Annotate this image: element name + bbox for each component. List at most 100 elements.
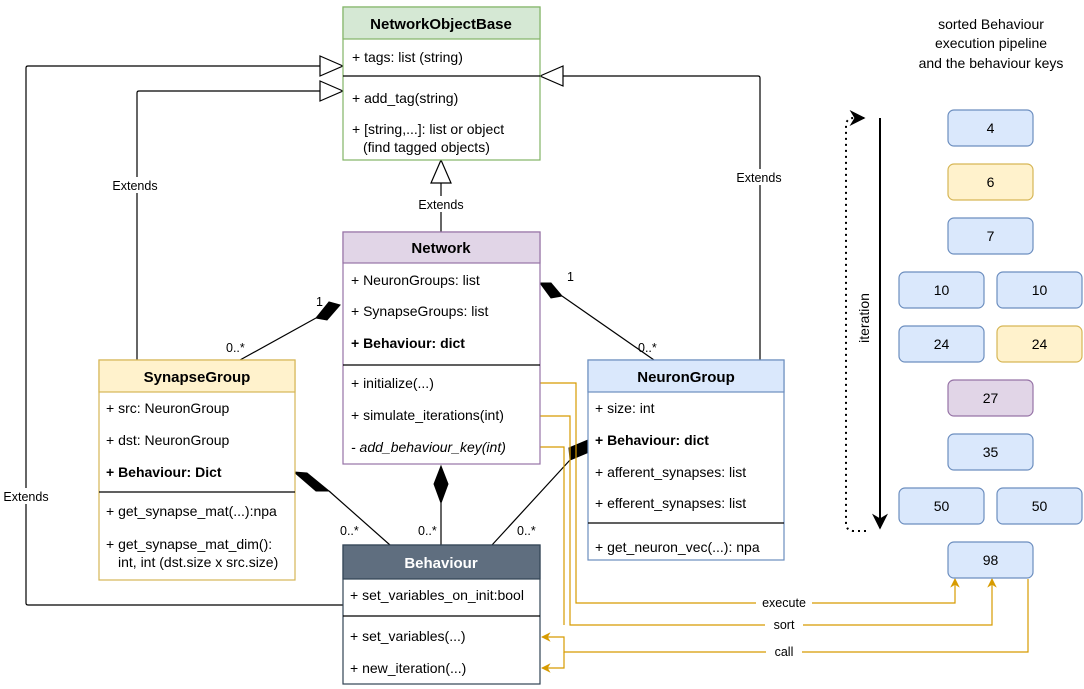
class-network-object-base[interactable]: NetworkObjectBase + tags: list (string) …: [342, 6, 541, 161]
class-name: NeuronGroup: [637, 369, 735, 386]
multiplicity-one-synapse: 1: [316, 295, 323, 309]
multiplicity-many-synapse: 0..*: [226, 341, 245, 355]
extends-label-behaviour: Extends: [3, 490, 48, 504]
class-attribute: + SynapseGroups: list: [351, 303, 488, 319]
behaviour-key-box: [947, 541, 1034, 579]
extends-label-network: Extends: [418, 198, 463, 212]
extends-arrowheads: [319, 55, 564, 184]
flow-call-branch: [541, 652, 565, 673]
flow-sort: [540, 415, 997, 626]
diamond-network-behaviour: [433, 464, 449, 505]
class-header: [98, 359, 296, 393]
behaviour-key-box: [996, 325, 1083, 363]
pipeline-title-line: sorted Behaviour: [938, 16, 1044, 32]
class-attribute: + afferent_synapses: list: [595, 464, 746, 480]
class-header: [342, 544, 541, 580]
class-method: + initialize(...): [351, 375, 434, 391]
behaviour-key-box: [947, 433, 1034, 471]
extends-arrowhead-neurongroup: [538, 65, 564, 87]
behaviour-key-box: [947, 163, 1034, 201]
behaviour-key-label: 7: [987, 228, 995, 244]
class-method: + add_tag(string): [352, 90, 458, 106]
class-method: - add_behaviour_key(int): [351, 439, 506, 455]
behaviour-key-label: 50: [1032, 498, 1048, 514]
diamond-network-synapse: [315, 301, 341, 321]
class-method: + [string,...]: list or object: [352, 121, 504, 137]
class-name: Network: [411, 240, 471, 257]
composition-line-neurongroup: [561, 295, 655, 361]
flow-label-sort: sort: [774, 618, 795, 632]
flow-label-call: call: [775, 645, 794, 659]
multiplicity-many-behaviour-neuron: 0..*: [517, 524, 536, 538]
pipeline-title-line: execution pipeline: [935, 35, 1047, 51]
connectors: [25, 65, 761, 606]
behaviour-key-label: 24: [934, 336, 950, 352]
behaviour-key-box: [898, 487, 985, 525]
extends-label-synapsegroup: Extends: [112, 179, 157, 193]
class-method: + set_variables(...): [350, 628, 466, 644]
class-name: SynapseGroup: [144, 369, 251, 386]
behaviour-key-label: 10: [934, 282, 950, 298]
class-attribute: + set_variables_on_init:bool: [350, 587, 524, 603]
flow-execute: [540, 382, 960, 604]
diamond-neuron-behaviour: [568, 439, 590, 461]
behaviour-key-label: 4: [987, 120, 995, 136]
class-attribute: + Behaviour: dict: [351, 335, 465, 351]
behaviour-key-box: [996, 271, 1083, 309]
behaviour-key-box: [898, 271, 985, 309]
class-synapse-group[interactable]: SynapseGroup + src: NeuronGroup + dst: N…: [98, 359, 296, 581]
class-neuron-group[interactable]: NeuronGroup + size: int + Behaviour: dic…: [587, 359, 785, 561]
class-attribute: + tags: list (string): [352, 49, 463, 65]
class-attribute: + size: int: [595, 400, 655, 416]
class-method: + simulate_iterations(int): [351, 407, 504, 423]
iteration-loop: [845, 110, 866, 532]
flow-add-key: [540, 446, 565, 625]
class-header: [587, 359, 785, 393]
class-name: NetworkObjectBase: [370, 16, 512, 33]
multiplicity-many-behaviour-synapse: 0..*: [340, 524, 359, 538]
behaviour-key-label: 35: [983, 444, 999, 460]
class-attribute: + src: NeuronGroup: [106, 400, 230, 416]
behaviour-key-label: 6: [987, 174, 995, 190]
behaviour-key-box: [996, 487, 1083, 525]
behaviour-key-label: 27: [983, 390, 999, 406]
behaviour-key-box: [898, 325, 985, 363]
diamond-network-neuron: [539, 282, 563, 299]
multiplicity-many-neuron: 0..*: [638, 341, 657, 355]
behaviour-key-label: 10: [1032, 282, 1048, 298]
class-behaviour[interactable]: Behaviour + set_variables_on_init:bool +…: [342, 544, 541, 685]
class-method: int, int (dst.size x src.size): [118, 554, 278, 570]
extends-line-synapsegroup: [136, 90, 320, 360]
behaviour-key-label: 98: [983, 552, 999, 568]
behaviour-key-label: 50: [934, 498, 950, 514]
pipeline-keys: 4 6 7 10 10 24 24 27 35 50 50 98: [898, 109, 1083, 579]
class-header: [342, 231, 541, 264]
class-header: [342, 6, 541, 40]
extends-arrowhead-network: [430, 158, 452, 184]
extends-line-behaviour: [25, 65, 344, 606]
class-method: + get_synapse_mat(...):npa: [106, 503, 277, 519]
multiplicity-one-neuron: 1: [567, 270, 574, 284]
class-method: (find tagged objects): [363, 139, 490, 155]
pipeline-title-line: and the behaviour keys: [919, 55, 1064, 71]
pipeline-panel: sorted Behaviour execution pipeline and …: [845, 16, 1083, 579]
behaviour-key-box: [947, 109, 1034, 147]
class-method: + get_synapse_mat_dim():: [106, 536, 272, 552]
class-attribute: + Behaviour: dict: [595, 432, 709, 448]
extends-line-neurongroup: [563, 75, 761, 360]
multiplicity-many-behaviour-network: 0..*: [418, 524, 437, 538]
class-method: + get_neuron_vec(...): npa: [595, 539, 760, 555]
relation-labels: Extends Extends Extends Extends 1 1 0..*…: [0, 169, 786, 538]
class-method: + new_iteration(...): [350, 660, 466, 676]
behaviour-key-label: 24: [1032, 336, 1048, 352]
behaviour-key-box: [947, 379, 1034, 417]
composition-line-synapsegroup: [239, 317, 317, 361]
class-attribute: + NeuronGroups: list: [351, 272, 480, 288]
composition-line-behaviour-synapse: [328, 490, 391, 546]
extends-label-neurongroup: Extends: [736, 171, 781, 185]
flow-lines: [540, 382, 1029, 673]
class-attribute: + Behaviour: Dict: [106, 464, 222, 480]
class-network[interactable]: Network + NeuronGroups: list + SynapseGr…: [342, 231, 541, 465]
iteration-label: iteration: [856, 293, 872, 343]
